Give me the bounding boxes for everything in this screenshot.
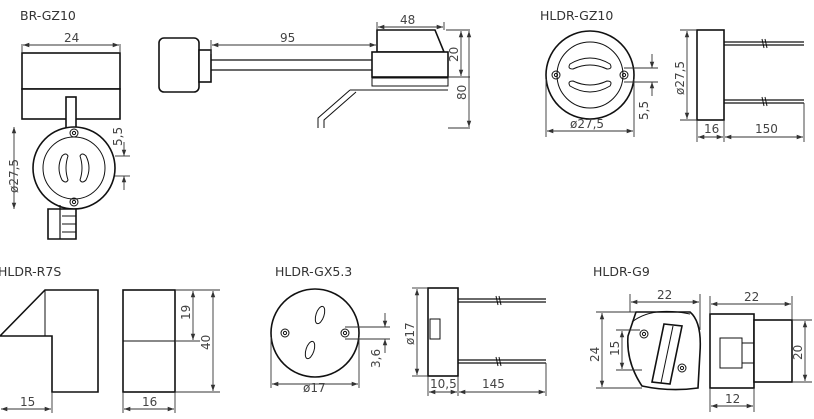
label-hldr-r7s-width: 15 bbox=[20, 395, 35, 409]
label-br-gz10-cable: 95 bbox=[280, 31, 295, 45]
label-hldr-r7s-total-height: 40 bbox=[199, 335, 213, 350]
label-hldr-gz10-offset: 5,5 bbox=[637, 101, 651, 120]
drawing-hldr-r7s: HLDR-R7S 15 19 40 16 bbox=[0, 264, 220, 413]
br-gz10-side-view: 95 48 20 80 bbox=[158, 13, 472, 129]
hldr-gz10-side-view: ø27,5 16 150 bbox=[673, 29, 805, 142]
label-hldr-gx53-front-diameter: ø17 bbox=[303, 381, 326, 395]
label-hldr-g9-inner-height: 15 bbox=[608, 341, 622, 356]
label-br-gz10-width: 24 bbox=[64, 31, 79, 45]
label-br-gz10-diameter: ø27,5 bbox=[7, 159, 21, 193]
title-hldr-g9: HLDR-G9 bbox=[593, 264, 650, 279]
title-hldr-gx53: HLDR-GX5.3 bbox=[275, 264, 352, 279]
title-hldr-gz10: HLDR-GZ10 bbox=[540, 8, 613, 23]
hldr-gx53-side-view: ø17 10,5 145 bbox=[403, 287, 547, 396]
label-br-gz10-total-height: 80 bbox=[455, 85, 469, 100]
hldr-g9-side-view: 22 20 12 bbox=[709, 290, 812, 412]
label-hldr-gz10-side-diameter: ø27,5 bbox=[673, 61, 687, 95]
drawing-hldr-g9: HLDR-G9 22 24 15 bbox=[588, 264, 812, 412]
label-hldr-gz10-front-diameter: ø27,5 bbox=[570, 117, 604, 131]
title-br-gz10: BR-GZ10 bbox=[20, 8, 76, 23]
label-br-gz10-offset: 5,5 bbox=[111, 127, 125, 146]
hldr-r7s-front-view: 15 bbox=[0, 289, 99, 413]
drawing-br-gz10: BR-GZ10 24 ø27,5 5,5 bbox=[7, 8, 472, 240]
hldr-gz10-front-view: ø27,5 5,5 bbox=[545, 30, 658, 137]
label-hldr-gx53-wire: 145 bbox=[482, 377, 505, 391]
hldr-r7s-side-view: 19 40 16 bbox=[122, 289, 220, 413]
label-hldr-g9-outer-height: 24 bbox=[588, 347, 602, 362]
label-hldr-gx53-side-diameter: ø17 bbox=[403, 322, 417, 345]
hldr-g9-front-view: 22 24 15 bbox=[588, 288, 702, 391]
label-hldr-gz10-wire: 150 bbox=[755, 122, 778, 136]
hldr-gx53-front-view: ø17 3,6 bbox=[270, 288, 390, 395]
br-gz10-front-view: 24 ø27,5 5,5 bbox=[7, 31, 130, 240]
drawing-hldr-gz10: HLDR-GZ10 ø27,5 5,5 bbox=[540, 8, 805, 142]
label-hldr-g9-side-width: 22 bbox=[744, 290, 759, 304]
label-hldr-gx53-offset: 3,6 bbox=[369, 349, 383, 368]
label-hldr-gx53-depth: 10,5 bbox=[430, 377, 457, 391]
label-hldr-r7s-upper-height: 19 bbox=[179, 305, 193, 320]
label-hldr-r7s-depth: 16 bbox=[142, 395, 157, 409]
label-br-gz10-cap-height: 20 bbox=[447, 47, 461, 62]
label-hldr-g9-plug-width: 12 bbox=[725, 392, 740, 406]
label-hldr-gz10-depth: 16 bbox=[704, 122, 719, 136]
label-hldr-g9-front-width: 22 bbox=[657, 288, 672, 302]
drawing-hldr-gx53: HLDR-GX5.3 ø17 3,6 bbox=[270, 264, 547, 396]
label-br-gz10-cap-width: 48 bbox=[400, 13, 415, 27]
label-hldr-g9-side-height: 20 bbox=[791, 345, 805, 360]
title-hldr-r7s: HLDR-R7S bbox=[0, 264, 61, 279]
